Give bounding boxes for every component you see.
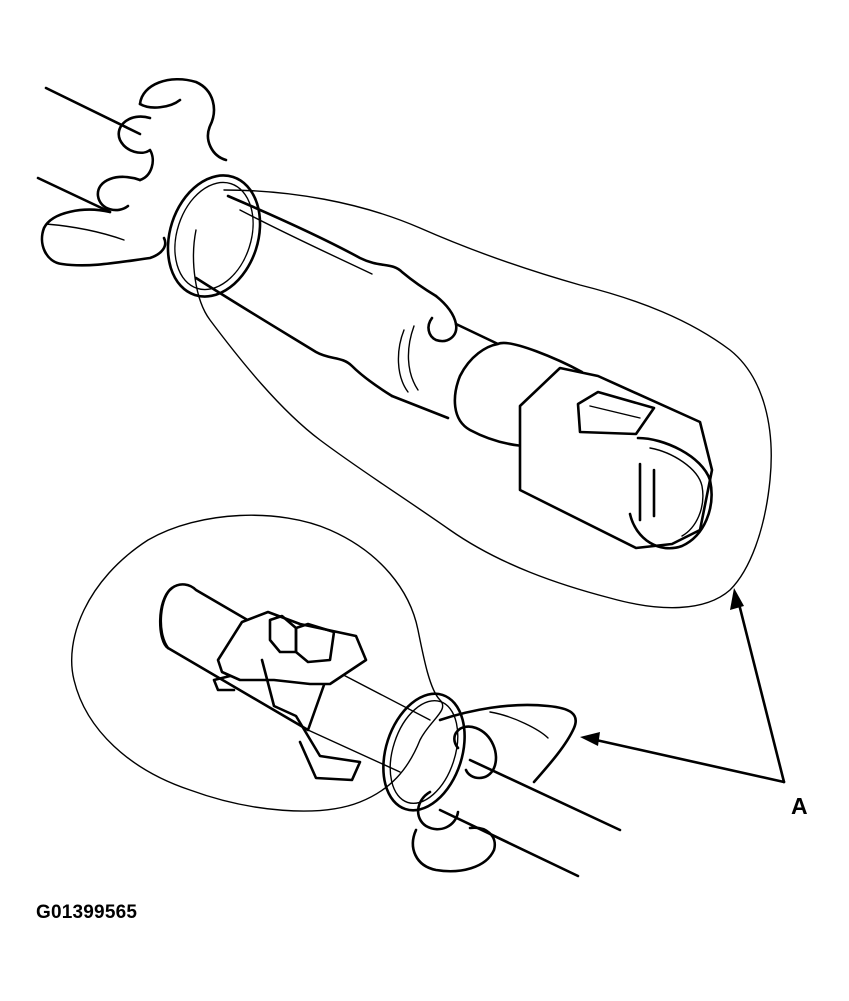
figure-code: G01399565 — [36, 902, 138, 923]
lower-ring-inner — [389, 699, 459, 805]
lower-retainer-tab-2 — [416, 790, 460, 831]
upper-body-crease — [239, 209, 373, 275]
upper-retainer-tab-3-inner — [45, 223, 125, 241]
upper-neck-top — [454, 322, 500, 346]
upper-housing-front-face — [628, 436, 713, 550]
upper-neck-bottom — [390, 394, 450, 420]
lower-lock-clip-leg — [212, 674, 236, 692]
leader-to-lower-boot — [594, 738, 786, 784]
lower-lock-clip-tab-2 — [268, 614, 298, 654]
arrowhead-upper-boot — [730, 588, 744, 610]
lower-wire-top — [468, 758, 622, 832]
lower-retainer-flap — [438, 703, 577, 784]
upper-connector-assembly — [36, 77, 772, 609]
lower-lock-clip — [216, 610, 368, 686]
callout-label-a: A — [791, 793, 808, 819]
lower-lock-clip-front — [260, 658, 362, 782]
upper-ring — [166, 174, 262, 298]
lower-shaft-end — [159, 586, 174, 650]
upper-retainer-tab-2 — [96, 175, 142, 212]
leader-to-upper-boot — [736, 598, 786, 784]
upper-retainer-flap — [138, 77, 228, 162]
upper-collar-ring-2 — [407, 325, 419, 391]
lower-retainer-tab-3 — [411, 826, 497, 873]
upper-collar — [427, 294, 458, 343]
lower-connector-assembly — [70, 514, 622, 878]
upper-ring-inner — [174, 181, 254, 291]
arrowhead-lower-boot — [580, 732, 600, 746]
lower-retainer-tab-1 — [453, 725, 498, 780]
lower-wire-bottom — [438, 808, 580, 878]
upper-wire-bottom — [36, 176, 112, 214]
upper-boot-outline — [192, 189, 772, 609]
upper-housing — [518, 366, 714, 550]
lower-retainer-flap-inner — [489, 711, 549, 739]
upper-wire-top — [44, 86, 142, 136]
upper-collar-ring — [397, 329, 409, 393]
upper-housing-window — [576, 390, 656, 436]
upper-retainer-tab-1 — [117, 115, 154, 182]
upper-body-top-edge — [226, 194, 438, 298]
upper-housing-slot — [638, 462, 656, 522]
upper-retainer-flap-inner — [138, 98, 182, 109]
lower-ring — [382, 692, 466, 812]
upper-body-bottom-edge — [194, 276, 394, 398]
upper-retainer-tab-3 — [40, 208, 167, 267]
upper-housing-inner-ring — [649, 447, 704, 537]
upper-housing-window-inner — [589, 405, 641, 419]
lower-boot-outline — [70, 514, 444, 812]
callout-leaders — [580, 588, 786, 784]
